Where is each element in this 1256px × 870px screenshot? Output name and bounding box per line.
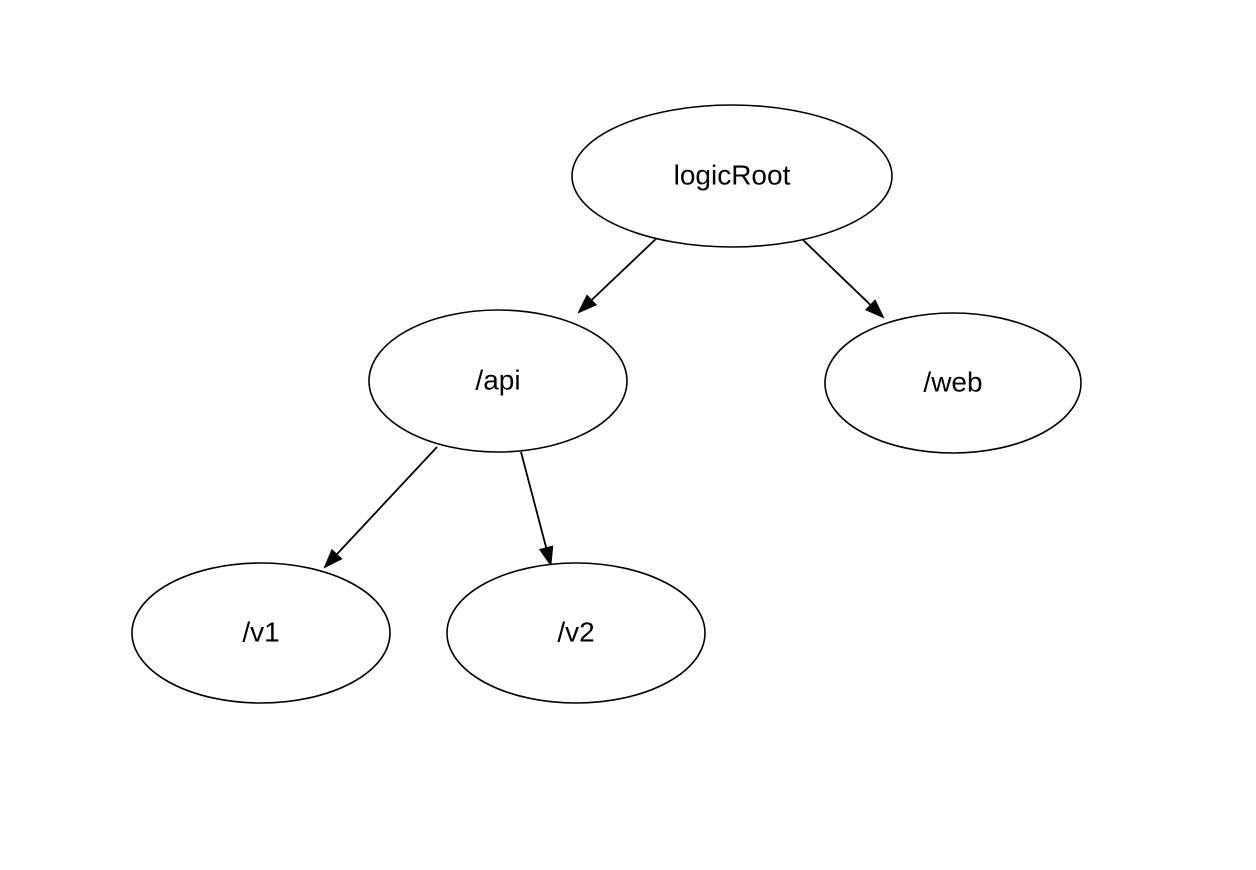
node-shape-api — [368, 309, 628, 453]
edge-line-logicroot-api — [591, 235, 660, 301]
node-v1[interactable]: /v1 — [131, 562, 391, 704]
edge-line-api-v1 — [336, 446, 438, 555]
node-shape-v2 — [446, 562, 706, 704]
node-layer: logicRoot /api /web /v1 /v2 — [131, 104, 1082, 704]
node-label-web: /web — [923, 366, 982, 397]
node-label-api: /api — [475, 364, 520, 395]
node-logicroot[interactable]: logicRoot — [571, 104, 893, 248]
edge-layer — [323, 235, 885, 569]
edge-line-logicroot-web — [800, 237, 871, 306]
node-shape-logicroot — [571, 104, 893, 248]
edge-line-api-v2 — [520, 451, 548, 548]
arrowhead-api-v2 — [538, 545, 554, 567]
node-label-v2: /v2 — [557, 616, 594, 647]
node-api[interactable]: /api — [368, 309, 628, 453]
edge-logicroot-web[interactable] — [800, 237, 885, 319]
edge-api-v1[interactable] — [323, 446, 438, 569]
arrowhead-logicroot-api — [577, 294, 598, 314]
edge-logicroot-api[interactable] — [577, 235, 660, 314]
node-label-v1: /v1 — [242, 616, 279, 647]
node-shape-v1 — [131, 562, 391, 704]
node-shape-web — [824, 312, 1082, 454]
edge-api-v2[interactable] — [520, 451, 554, 567]
node-label-logicroot: logicRoot — [674, 159, 791, 190]
node-web[interactable]: /web — [824, 312, 1082, 454]
arrowhead-api-v1 — [323, 548, 343, 569]
node-v2[interactable]: /v2 — [446, 562, 706, 704]
arrowhead-logicroot-web — [864, 299, 885, 319]
